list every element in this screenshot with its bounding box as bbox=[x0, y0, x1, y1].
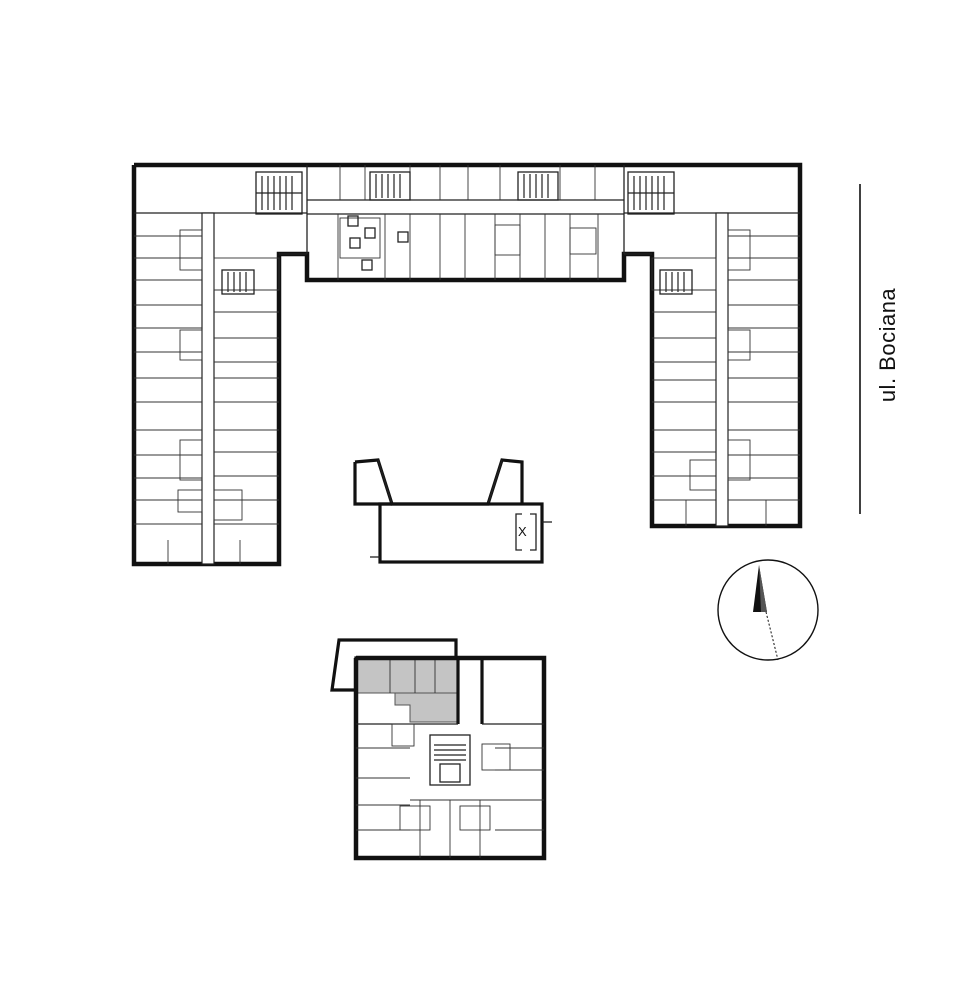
stair-top-right bbox=[627, 171, 675, 215]
stair-top-center-1 bbox=[369, 171, 411, 201]
stair-top-center-2 bbox=[517, 171, 559, 201]
street-label: ul. Bociana bbox=[868, 270, 908, 420]
north-arrow-icon bbox=[717, 559, 819, 661]
pavilion-marker: X bbox=[518, 524, 527, 539]
left-wing bbox=[134, 212, 280, 565]
top-wing bbox=[134, 165, 800, 280]
right-wing bbox=[651, 212, 800, 527]
stair-left-wing bbox=[221, 269, 255, 295]
bottom-building bbox=[330, 638, 547, 861]
stair-top-left bbox=[255, 171, 303, 215]
highlighted-unit bbox=[356, 658, 458, 694]
main-building-outline bbox=[131, 162, 803, 567]
street-name: ul. Bociana bbox=[875, 287, 901, 403]
main-building-u bbox=[131, 162, 803, 567]
central-pavilion bbox=[353, 458, 552, 564]
stair-bottom-building bbox=[429, 734, 471, 786]
stair-right-wing bbox=[659, 269, 693, 295]
